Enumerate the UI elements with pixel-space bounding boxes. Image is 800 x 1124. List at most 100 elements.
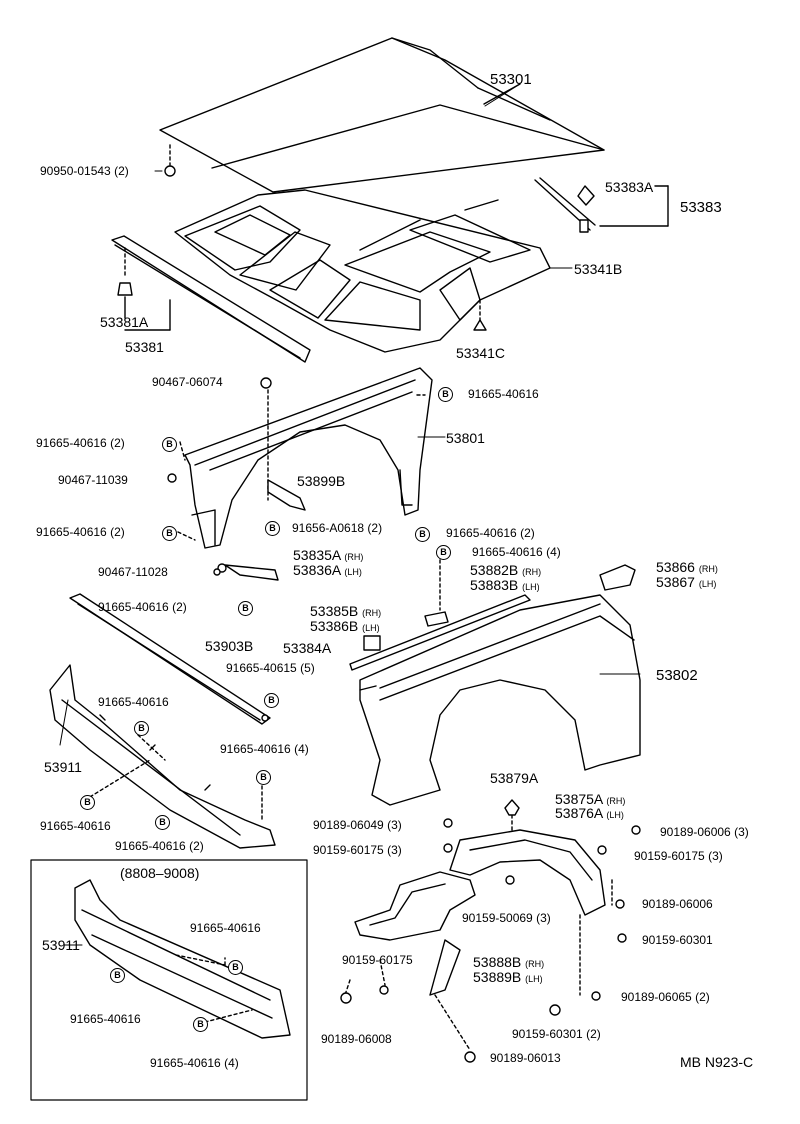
hood-bolt-icon bbox=[164, 165, 176, 177]
fender-panel-53866 bbox=[599, 564, 636, 591]
screw-icon: B bbox=[436, 545, 451, 560]
label-seal-lh: 53883B (LH) bbox=[470, 578, 540, 592]
hood-hinge bbox=[534, 177, 669, 233]
label-seal: 53381 bbox=[125, 339, 164, 355]
panel-rh-number: 53866 bbox=[656, 559, 695, 575]
screw-icon: B bbox=[110, 968, 125, 983]
liner-lh-number: 53876A bbox=[555, 805, 603, 821]
pad-rh-number: 53385B bbox=[310, 603, 359, 619]
label-hood-bolt: 90950-01543 (2) bbox=[40, 164, 129, 178]
panel-lh-number: 53867 bbox=[656, 574, 695, 590]
hood-inner-panel bbox=[174, 189, 551, 353]
fender-brace bbox=[224, 564, 279, 581]
fender-lh bbox=[184, 367, 433, 549]
screw-icon: B bbox=[265, 521, 280, 536]
label-hinge: 53383 bbox=[680, 199, 722, 216]
label-panel-rh: 53866 (RH) bbox=[656, 560, 718, 574]
label-pad: 53384A bbox=[283, 640, 332, 656]
screw-icon: B bbox=[256, 770, 271, 785]
rh-tag: (RH) bbox=[525, 959, 545, 969]
fender-liner bbox=[449, 799, 606, 916]
label-brace-lh: 53836A (LH) bbox=[293, 563, 362, 577]
screw-icon: B bbox=[162, 526, 177, 541]
pad-53384a bbox=[363, 635, 381, 651]
label-screw-n3: 90159-60175 (3) bbox=[634, 849, 723, 863]
label-screw-g2: 91665-40616 (2) bbox=[98, 600, 187, 614]
label-support: 53911 bbox=[44, 759, 82, 775]
radiator-support bbox=[49, 664, 276, 849]
label-screw-h5: 91665-40615 (5) bbox=[226, 661, 315, 675]
label-liner-rh: 53875A (RH) bbox=[555, 792, 625, 806]
inset-date-range: (8808–9008) bbox=[120, 865, 200, 881]
lh-tag: (LH) bbox=[525, 974, 543, 984]
screw-icon: B bbox=[238, 601, 253, 616]
label-screw-i: 91665-40616 bbox=[98, 695, 169, 709]
label-nut-f: 90189-06013 bbox=[490, 1051, 561, 1065]
seal-rh-number: 53882B bbox=[470, 562, 519, 578]
label-inset-screw-c4: 91665-40616 (4) bbox=[150, 1056, 239, 1070]
pad-lh-number: 53386B bbox=[310, 618, 359, 634]
lh-tag: (LH) bbox=[344, 567, 362, 577]
lh-tag: (LH) bbox=[606, 810, 624, 820]
label-screw-j4: 91665-40616 (4) bbox=[220, 742, 309, 756]
fender-seal-strip bbox=[349, 594, 531, 671]
label-screw-a: 91665-40616 bbox=[468, 387, 539, 401]
brace-rh-number: 53835A bbox=[293, 547, 341, 563]
seal-lh-number: 53883B bbox=[470, 577, 519, 593]
screw-icon: B bbox=[80, 795, 95, 810]
label-fender-rh: 53802 bbox=[656, 667, 698, 684]
label-bumper-clip: 53341C bbox=[456, 345, 506, 361]
label-hinge-a: 53383A bbox=[605, 179, 654, 195]
label-screw-b2: 91665-40616 (2) bbox=[36, 436, 125, 450]
screw-icon: B bbox=[134, 721, 149, 736]
label-brace-rh: 53835A (RH) bbox=[293, 548, 363, 562]
screw-icon: B bbox=[438, 387, 453, 402]
label-screw-m3: 90159-60175 (3) bbox=[313, 843, 402, 857]
label-inset-support: 53911 bbox=[42, 937, 80, 953]
rh-tag: (RH) bbox=[606, 796, 626, 806]
screw-icon: B bbox=[193, 1017, 208, 1032]
screw-icon: B bbox=[264, 693, 279, 708]
label-panel-lh: 53867 (LH) bbox=[656, 575, 716, 589]
screw-icon: B bbox=[162, 437, 177, 452]
screw-icon: B bbox=[155, 815, 170, 830]
label-fender-lh: 53801 bbox=[446, 430, 485, 446]
diagram-code: MB N923-C bbox=[680, 1054, 754, 1070]
label-screw-f4: 91665-40616 (4) bbox=[472, 545, 561, 559]
label-cowl: 53903B bbox=[205, 638, 254, 654]
splash-shield bbox=[344, 871, 613, 1051]
brace-lh-number: 53836A bbox=[293, 562, 341, 578]
rh-tag: (RH) bbox=[698, 564, 718, 574]
label-pad-lh: 53386B (LH) bbox=[310, 619, 380, 633]
label-inset-screw-a: 91665-40616 bbox=[190, 921, 261, 935]
label-pad-rh: 53385B (RH) bbox=[310, 604, 381, 618]
label-seal-a: 53381A bbox=[100, 314, 149, 330]
hood-outer-panel bbox=[159, 37, 605, 193]
screw-icon: B bbox=[228, 960, 243, 975]
label-screw-d2: 91656-A0618 (2) bbox=[292, 521, 383, 535]
label-screw-e2: 91665-40616 (2) bbox=[446, 526, 535, 540]
leader-lines bbox=[59, 83, 641, 946]
label-nut-c: 90189-06006 bbox=[642, 897, 713, 911]
label-screw-p: 90159-60301 bbox=[642, 933, 713, 947]
label-screw-k: 91665-40616 bbox=[40, 819, 111, 833]
label-clip-a: 90467-06074 bbox=[152, 375, 223, 389]
pad-53385b bbox=[424, 611, 449, 627]
label-hood-inner: 53341B bbox=[574, 261, 623, 277]
label-seal-rh: 53882B (RH) bbox=[470, 563, 541, 577]
shield-lh-number: 53889B bbox=[473, 969, 522, 985]
label-screw-o3: 90159-50069 (3) bbox=[462, 911, 551, 925]
lh-tag: (LH) bbox=[362, 623, 380, 633]
label-nut-b3: 90189-06006 (3) bbox=[660, 825, 749, 839]
screw-icon: B bbox=[415, 527, 430, 542]
label-bracket-a: 53899B bbox=[297, 473, 346, 489]
label-screw-c2: 91665-40616 (2) bbox=[36, 525, 125, 539]
label-grommet: 53879A bbox=[490, 770, 539, 786]
label-nut-d2: 90189-06065 (2) bbox=[621, 990, 710, 1004]
shield-rh-number: 53888B bbox=[473, 954, 522, 970]
rh-tag: (RH) bbox=[344, 552, 364, 562]
label-screw-q: 90159-60175 bbox=[342, 953, 413, 967]
fastener-glyphs bbox=[167, 377, 641, 1063]
